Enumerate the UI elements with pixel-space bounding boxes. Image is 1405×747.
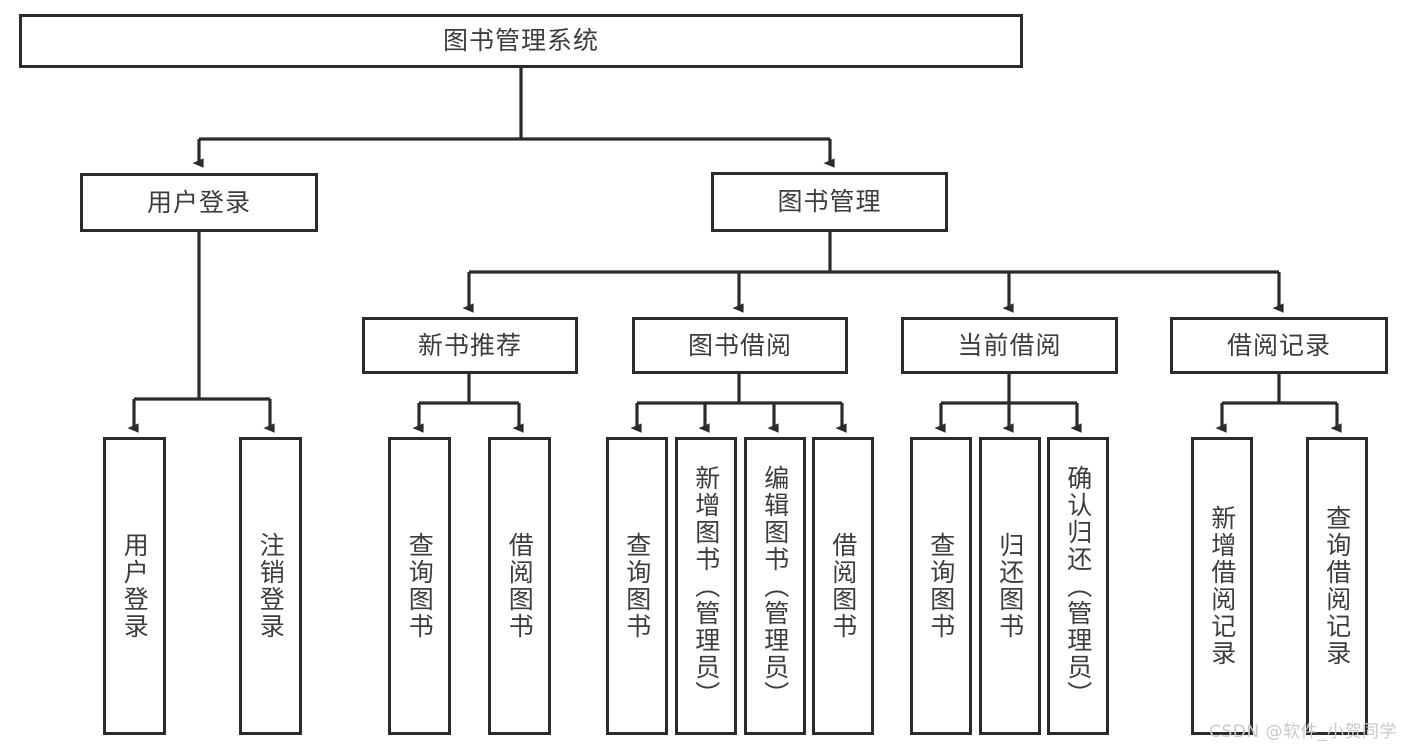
leaf-label: 新增图书（管理员） xyxy=(691,464,721,708)
leaf-label: 查询借阅记录 xyxy=(1322,505,1352,667)
node-label: 图书管理 xyxy=(777,187,882,217)
node-label: 用户登录 xyxy=(146,187,251,217)
node-label: 借阅记录 xyxy=(1226,330,1331,360)
node-book-borrow[interactable]: 图书借阅 xyxy=(632,317,848,374)
leaf-user-login[interactable]: 用户登录 xyxy=(103,437,166,735)
leaf-record-query-record[interactable]: 查询借阅记录 xyxy=(1306,437,1368,735)
leaf-label: 注销登录 xyxy=(256,532,286,640)
leaf-label: 归还图书 xyxy=(995,532,1025,640)
leaf-current-confirm-return-admin[interactable]: 确认归还（管理员） xyxy=(1047,437,1109,735)
leaf-label: 查询图书 xyxy=(622,532,652,640)
leaf-newbook-borrow-book[interactable]: 借阅图书 xyxy=(488,437,551,735)
leaf-borrow-edit-book-admin[interactable]: 编辑图书（管理员） xyxy=(744,437,806,735)
leaf-current-query-book[interactable]: 查询图书 xyxy=(910,437,972,735)
leaf-label: 新增借阅记录 xyxy=(1207,505,1237,667)
leaf-record-add-record[interactable]: 新增借阅记录 xyxy=(1191,437,1253,735)
node-label: 当前借阅 xyxy=(957,330,1062,360)
leaf-borrow-query-book[interactable]: 查询图书 xyxy=(606,437,668,735)
leaf-borrow-add-book-admin[interactable]: 新增图书（管理员） xyxy=(675,437,737,735)
leaf-newbook-query-book[interactable]: 查询图书 xyxy=(388,437,451,735)
leaf-label: 查询图书 xyxy=(405,532,435,640)
node-user-login[interactable]: 用户登录 xyxy=(80,173,318,232)
node-borrow-record[interactable]: 借阅记录 xyxy=(1170,317,1388,374)
leaf-label: 借阅图书 xyxy=(505,532,535,640)
leaf-label: 确认归还（管理员） xyxy=(1063,464,1093,708)
node-label: 图书管理系统 xyxy=(442,26,599,56)
node-label: 图书借阅 xyxy=(687,330,792,360)
leaf-user-logout[interactable]: 注销登录 xyxy=(239,437,302,735)
leaf-label: 查询图书 xyxy=(926,532,956,640)
node-root-system[interactable]: 图书管理系统 xyxy=(19,14,1023,68)
leaf-label: 用户登录 xyxy=(120,532,150,640)
leaf-label: 借阅图书 xyxy=(828,532,858,640)
leaf-current-return-book[interactable]: 归还图书 xyxy=(979,437,1041,735)
leaf-label: 编辑图书（管理员） xyxy=(760,464,790,708)
node-label: 新书推荐 xyxy=(417,330,522,360)
leaf-borrow-borrow-book[interactable]: 借阅图书 xyxy=(812,437,874,735)
node-new-book-recommend[interactable]: 新书推荐 xyxy=(362,317,578,374)
node-current-borrow[interactable]: 当前借阅 xyxy=(901,317,1118,374)
node-book-management[interactable]: 图书管理 xyxy=(711,172,948,232)
